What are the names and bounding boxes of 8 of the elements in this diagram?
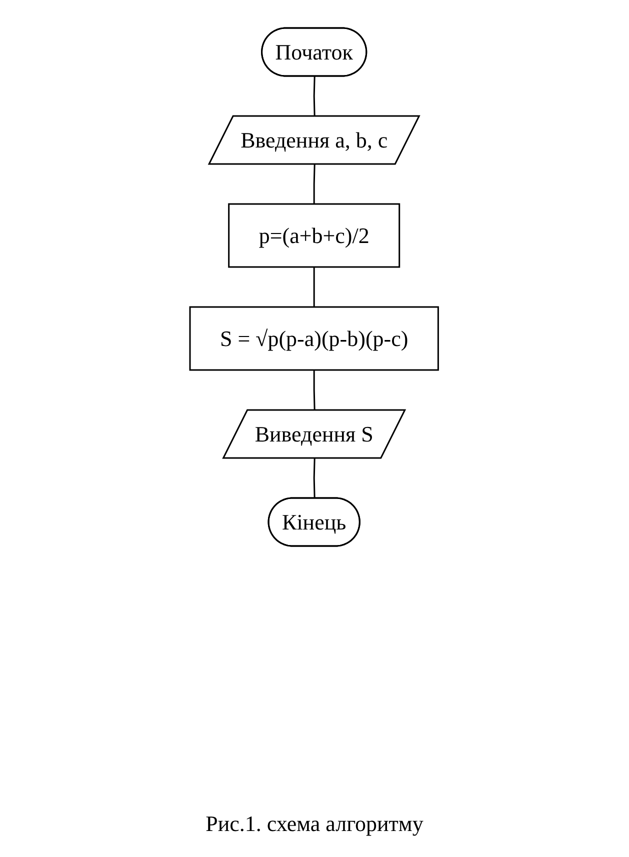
connector [314, 76, 316, 117]
node-box: S = √p(p-a)(p-b)(p-c) [190, 306, 440, 371]
node-box: p=(a+b+c)/2 [228, 203, 400, 268]
connector [314, 370, 316, 411]
connector [314, 458, 316, 499]
connector [314, 164, 316, 204]
connector [314, 267, 316, 307]
figure-caption: Рис.1. схема алгоритму [206, 811, 424, 837]
